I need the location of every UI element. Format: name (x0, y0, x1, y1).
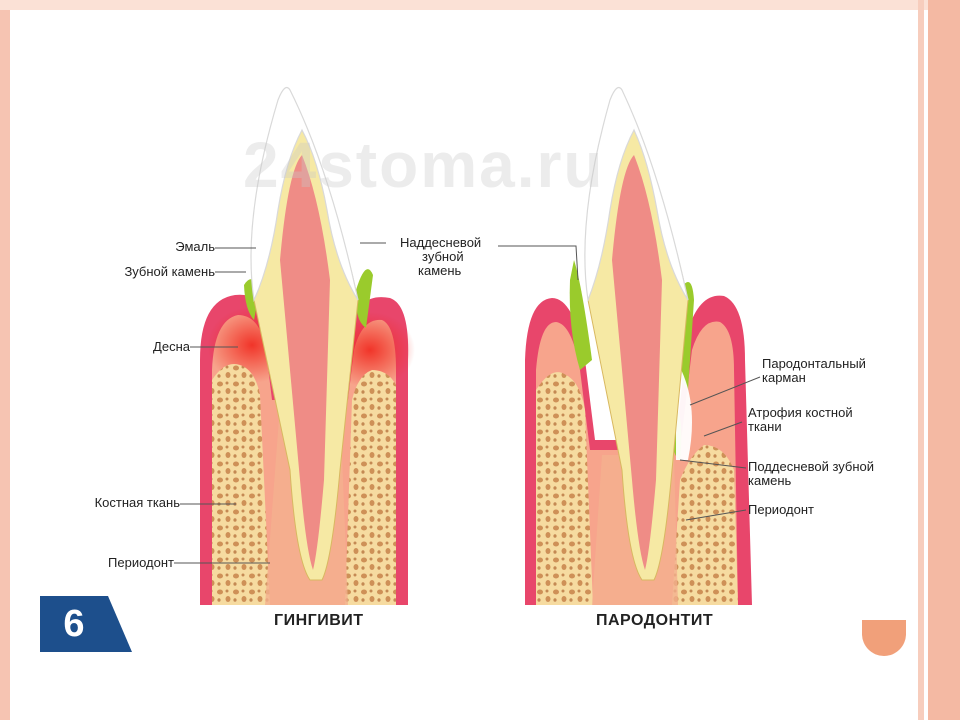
pulp-right (612, 155, 662, 570)
caption-periodontitis: ПАРОДОНТИТ (596, 612, 714, 629)
label-periodontium-right: Периодонт (748, 502, 814, 517)
label-gum: Десна (153, 339, 190, 354)
bone-right (536, 372, 593, 605)
slide-number-badge (40, 596, 132, 652)
leader-lines (174, 242, 761, 564)
watermark-text: 24stoma.ru (243, 129, 605, 201)
label-atrophy-2: ткани (748, 419, 782, 434)
calculus-right (569, 260, 592, 370)
teeth-diagram (174, 87, 761, 605)
decorative-circle (862, 620, 906, 656)
caption-gingivitis: ГИНГИВИТ (274, 612, 364, 629)
bone-left (212, 364, 270, 605)
slide-frame-right-band (928, 0, 960, 720)
label-periodontium-left: Периодонт (108, 555, 174, 570)
enamel-left (250, 87, 359, 303)
slide-frame-left (0, 0, 10, 720)
label-supragingival-1: Наддесневой (400, 235, 482, 250)
bone-atrophy-right (672, 445, 738, 605)
pulp-left (280, 155, 330, 570)
label-subgingival-1: Поддесневой зубной (748, 459, 875, 474)
label-atrophy-1: Атрофия костной (748, 405, 853, 420)
label-supragingival-3: камень (418, 263, 462, 278)
label-calculus: Зубной камень (124, 264, 215, 279)
label-pocket-2: карман (762, 370, 806, 385)
label-supragingival-2: зубной (422, 249, 464, 264)
periodontitis-tooth (525, 87, 752, 605)
slide-number: 6 (63, 603, 85, 645)
label-subgingival-2: камень (748, 473, 792, 488)
slide-frame-top (0, 0, 960, 10)
slide-frame-right-stripe (918, 0, 924, 720)
label-bone: Костная ткань (94, 495, 180, 510)
gingivitis-tooth (200, 87, 415, 605)
label-enamel: Эмаль (175, 239, 215, 254)
enamel-right (584, 87, 689, 303)
label-pocket-1: Пародонтальный (762, 356, 866, 371)
